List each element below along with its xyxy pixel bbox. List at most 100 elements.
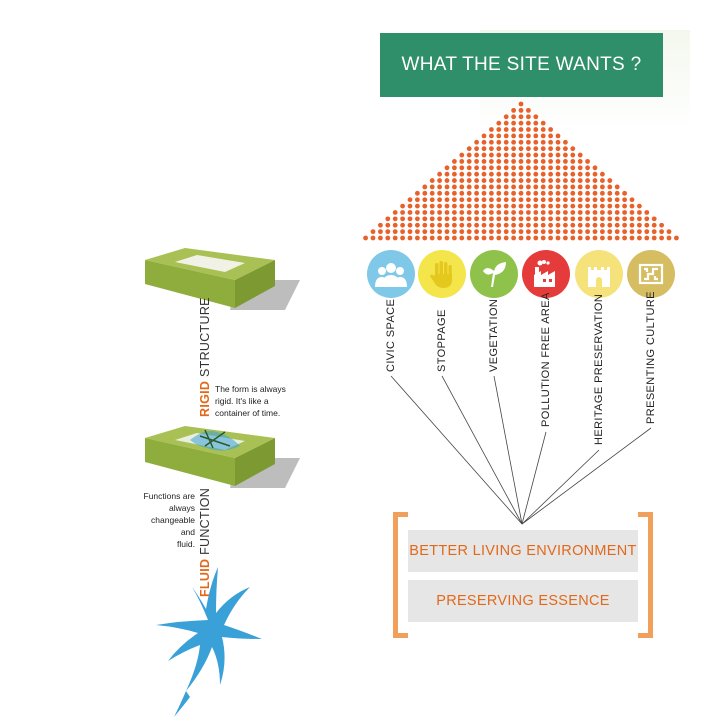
triangle-dot (585, 190, 590, 196)
triangle-dot (489, 203, 494, 209)
triangle-dot (526, 171, 531, 177)
triangle-dot (592, 190, 598, 196)
triangle-dot (526, 210, 531, 215)
triangle-dot (585, 235, 590, 241)
triangle-dot (629, 235, 635, 241)
triangle-dot (503, 235, 509, 241)
triangle-dot (577, 229, 583, 235)
triangle-dot (400, 229, 405, 235)
triangle-dot (533, 190, 539, 196)
triangle-dot (400, 203, 405, 209)
triangle-dot (548, 222, 553, 228)
triangle-dot (644, 222, 650, 228)
triangle-dot (392, 216, 398, 222)
triangle-dot (540, 197, 546, 203)
triangle-dot (444, 190, 450, 196)
triangle-dot (629, 197, 635, 203)
triangle-dot (437, 210, 442, 215)
triangle-dot (518, 171, 524, 177)
triangle-dot (570, 152, 576, 158)
triangle-dot (481, 171, 487, 177)
triangle-dot (481, 152, 487, 158)
triangle-dot (415, 222, 420, 228)
triangle-dot (422, 184, 428, 190)
triangle-dot (466, 203, 472, 209)
triangle-dot (629, 229, 635, 235)
triangle-dot (474, 210, 479, 215)
triangle-dot (518, 216, 524, 222)
rigid-note: The form is always rigid. It's like a co… (215, 383, 286, 419)
triangle-dot (474, 229, 479, 235)
triangle-dot (526, 127, 531, 132)
triangle-dot (577, 203, 583, 209)
triangle-dot (548, 159, 553, 164)
triangle-dot (577, 171, 583, 177)
triangle-dot (459, 165, 465, 171)
triangle-dot (452, 222, 457, 228)
triangle-dot (481, 165, 487, 171)
triangle-dot (437, 203, 442, 209)
triangle-dot (385, 235, 391, 241)
fluid-function-illustration (145, 426, 300, 488)
triangle-dot (437, 235, 442, 241)
triangle-dot (600, 222, 605, 228)
triangle-dot (518, 235, 524, 241)
triangle-dot (459, 171, 465, 177)
triangle-dot (637, 210, 642, 215)
triangle-dot (555, 159, 561, 164)
triangle-dot (378, 229, 383, 235)
triangle-dot (437, 190, 442, 196)
triangle-dot (585, 222, 590, 228)
triangle-dot (555, 184, 561, 190)
triangle-dot (444, 197, 450, 203)
triangle-dot (415, 216, 420, 222)
connector-line (390, 375, 523, 525)
triangle-dot (607, 190, 613, 196)
triangle-dot (385, 216, 391, 222)
triangle-dot (444, 165, 450, 171)
triangle-dot (577, 152, 583, 158)
triangle-dot (474, 165, 479, 171)
triangle-dot (481, 235, 487, 241)
triangle-dot (496, 197, 502, 203)
triangle-dot (600, 203, 605, 209)
triangle-dot (437, 222, 442, 228)
triangle-dot (459, 203, 465, 209)
fluid-accent: FLUID (198, 558, 212, 597)
triangle-dot (511, 197, 516, 203)
triangle-dot (555, 210, 561, 215)
left-bracket (393, 512, 408, 638)
triangle-dot (563, 216, 568, 222)
right-bracket (638, 512, 653, 638)
triangle-dot (533, 216, 539, 222)
triangle-dot (570, 210, 576, 215)
triangle-dot (614, 222, 620, 228)
triangle-dot (540, 139, 546, 145)
triangle-dot (555, 165, 561, 171)
triangle-dot (600, 190, 605, 196)
triangle-dot (526, 203, 531, 209)
triangle-dot (526, 146, 531, 152)
triangle-dot (459, 159, 465, 164)
civic-space-icon (367, 250, 415, 298)
triangle-dot (585, 171, 590, 177)
triangle-dot (489, 222, 494, 228)
triangle-dot (592, 235, 598, 241)
triangle-dot (444, 210, 450, 215)
triangle-dot (540, 222, 546, 228)
triangle-dot (526, 120, 531, 126)
triangle-dot (511, 120, 516, 126)
triangle-dot (489, 235, 494, 241)
triangle-dot (511, 203, 516, 209)
triangle-dot (466, 190, 472, 196)
triangle-dot (503, 146, 509, 152)
triangle-dot (600, 184, 605, 190)
triangle-dot (474, 197, 479, 203)
triangle-dot (548, 190, 553, 196)
triangle-dot (459, 222, 465, 228)
triangle-dot (489, 139, 494, 145)
triangle-dot (370, 235, 376, 241)
triangle-dot (489, 190, 494, 196)
triangle-dot (489, 146, 494, 152)
